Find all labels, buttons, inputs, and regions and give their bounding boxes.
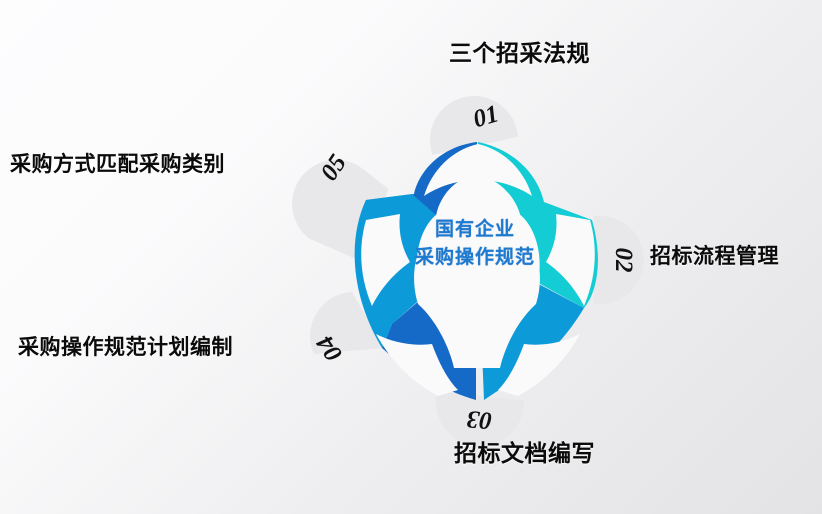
badge-01 [430,96,519,156]
badge-04 [310,292,384,354]
notch-left [361,214,410,306]
notch-right [546,214,595,306]
badge-02 [594,216,644,304]
node-label-04: 采购操作规范计划编制 [18,336,233,359]
badge-number-03: 03 [466,405,493,434]
star-notches [361,144,595,396]
notch-top [424,144,532,196]
pinwheel-star-diagram: 01 02 03 04 05 [292,72,652,446]
node-label-05: 采购方式匹配采购类别 [10,153,225,176]
notch-bottom-left [376,334,458,396]
badge-03 [436,391,525,446]
star-inner-void [414,188,540,368]
badge-group [292,96,644,446]
node-label-02: 招标流程管理 [650,245,779,268]
badge-number-02: 02 [610,248,637,273]
node-label-03: 招标文档编写 [454,440,595,466]
notch-bottom-right [498,334,580,396]
node-label-01: 三个招采法规 [449,40,590,66]
